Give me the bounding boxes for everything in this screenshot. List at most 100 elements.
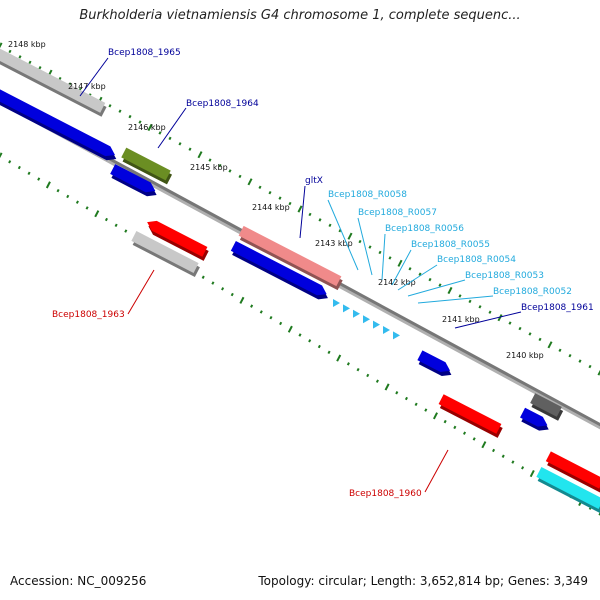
trna-marker xyxy=(343,304,350,313)
inner-tick-dot xyxy=(492,448,496,453)
gene-red-2 xyxy=(438,394,503,438)
inner-tick-dot xyxy=(56,188,60,193)
gene-red-1 xyxy=(147,220,209,261)
label-leader xyxy=(299,185,306,239)
outer-tick-dot xyxy=(388,256,392,260)
inner-tick-dot xyxy=(346,362,350,366)
inner-tick-dot xyxy=(66,194,70,199)
label-leader xyxy=(79,57,109,97)
label-leader xyxy=(157,107,187,149)
inner-tick-dot xyxy=(529,470,535,478)
outer-tick-dot xyxy=(428,277,432,282)
gene-label: Bcep1808_R0052 xyxy=(493,287,572,297)
gene-features xyxy=(0,43,600,513)
inner-tick-dot xyxy=(211,281,215,285)
gene-label: Bcep1808_1963 xyxy=(52,310,125,320)
tick-label: 2141 kbp xyxy=(442,315,480,324)
topology-text: Topology: circular; Length: 3,652,814 bp… xyxy=(258,574,588,588)
gene-darkgray xyxy=(530,393,564,421)
outer-tick-dot xyxy=(247,178,253,186)
outer-tick-dot xyxy=(258,185,262,189)
outer-tick-dot xyxy=(108,104,112,108)
inner-tick-dot xyxy=(94,210,100,218)
outer-tick-dot xyxy=(138,120,142,124)
outer-tick-dot xyxy=(578,359,582,363)
tick-label: 2145 kbp xyxy=(190,163,228,172)
gene-label: Bcep1808_R0053 xyxy=(465,271,544,281)
inner-tick-dot xyxy=(395,391,399,395)
inner-tick-dot xyxy=(472,437,476,441)
outer-tick-dot xyxy=(238,174,242,179)
gene-label: Bcep1808_R0055 xyxy=(411,240,490,250)
label-leader xyxy=(127,269,155,315)
inner-tick-dot xyxy=(259,310,263,314)
outer-tick-dot xyxy=(188,147,192,151)
label-leader xyxy=(397,264,438,291)
gene-gray-1-body xyxy=(0,43,106,113)
inner-tick-dot xyxy=(511,460,515,464)
gene-red-2-body xyxy=(438,394,502,434)
outer-tick-dot xyxy=(408,267,412,271)
outer-tick-dot xyxy=(447,286,453,295)
label-leader xyxy=(407,279,466,297)
outer-tick-dot xyxy=(597,369,600,376)
inner-tick-dot xyxy=(308,339,312,343)
tick-label: 2142 kbp xyxy=(378,278,416,287)
outer-tick-dot xyxy=(588,364,592,369)
inner-tick-dot xyxy=(327,350,331,355)
outer-tick-dot xyxy=(488,310,492,314)
inner-tick-dot xyxy=(230,292,234,297)
inner-tick-dot xyxy=(298,333,302,337)
gene-red-3-body xyxy=(545,451,600,489)
gene-blue-5 xyxy=(520,407,549,431)
inner-tick-dot xyxy=(201,275,205,279)
inner-tick-dot xyxy=(356,367,360,372)
inner-tick-dot xyxy=(17,165,21,170)
outer-tick-dot xyxy=(518,326,522,331)
outer-tick-dot xyxy=(208,158,212,162)
outer-tick-dot xyxy=(308,212,312,217)
label-leader xyxy=(381,233,386,281)
tick-label: 2144 kbp xyxy=(252,203,290,212)
inner-tick-dot xyxy=(462,431,467,435)
outer-tick-dot xyxy=(438,283,442,287)
gene-label: Bcep1808_1960 xyxy=(349,489,422,499)
label-leader xyxy=(417,295,494,304)
outer-tick-dot xyxy=(0,42,3,49)
outer-tick-dot xyxy=(147,123,153,132)
outer-tick-dot xyxy=(178,142,182,146)
gene-blue-2 xyxy=(110,164,157,197)
label-leader xyxy=(357,217,373,276)
outer-tick-dot xyxy=(368,245,372,249)
outer-tick-dot xyxy=(228,169,232,173)
outer-tick-dot xyxy=(318,218,322,222)
gene-label: Bcep1808_R0056 xyxy=(385,224,464,234)
gene-blue-5-body xyxy=(520,407,548,427)
gene-label: Bcep1808_1965 xyxy=(108,48,181,58)
outer-tick-dot xyxy=(268,190,272,195)
outer-tick-dot xyxy=(358,239,362,244)
inner-tick-dot xyxy=(114,223,118,227)
inner-tick-dot xyxy=(239,296,245,304)
trna-marker xyxy=(373,320,380,329)
outer-tick-dot xyxy=(418,272,422,276)
outer-tick-dot xyxy=(158,131,162,135)
gene-label: Bcep1808_1964 xyxy=(186,99,259,109)
gene-pink xyxy=(238,225,343,291)
map-title: Burkholderia vietnamiensis G4 chromosome… xyxy=(79,8,521,23)
inner-tick-dot xyxy=(336,354,342,362)
trna-marker xyxy=(363,315,370,324)
gene-label: Bcep1808_1961 xyxy=(521,303,594,313)
outer-tick-dot xyxy=(197,151,203,159)
inner-tick-dot xyxy=(45,181,51,189)
inner-tick-dot xyxy=(384,383,390,391)
label-leader xyxy=(391,249,412,286)
gene-label: Bcep1808_R0057 xyxy=(358,208,437,218)
inner-tick-dot xyxy=(404,396,408,401)
outer-tick-dot xyxy=(528,332,532,336)
gene-darkgray-body xyxy=(530,393,562,417)
outer-tick-dot xyxy=(128,114,132,119)
trna-marker xyxy=(383,326,390,334)
tick-label: 2140 kbp xyxy=(506,351,544,360)
